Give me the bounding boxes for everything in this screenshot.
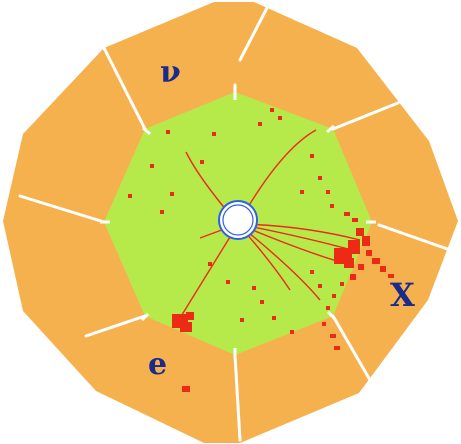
neutrino-label: ν [160,55,181,90]
electron-label: e [148,347,167,382]
vertex-inner [222,204,254,236]
calorimeter-dividers [18,4,458,442]
vertex-circle [218,200,258,240]
energy-deposits [128,108,394,392]
tracker-ticks [100,92,376,358]
jet-label: X [390,276,415,314]
